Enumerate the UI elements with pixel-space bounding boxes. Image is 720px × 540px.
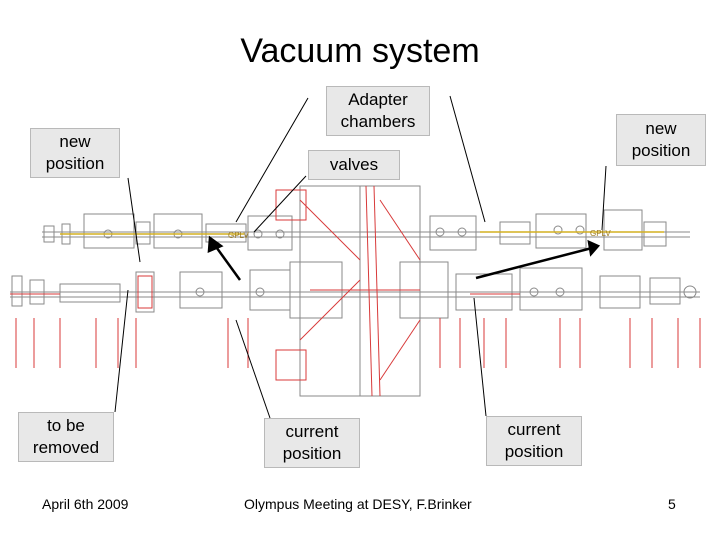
label-adapter-chambers: Adapter chambers <box>326 86 430 136</box>
footer-center: Olympus Meeting at DESY, F.Brinker <box>244 496 472 512</box>
upper-beamline-accents <box>60 231 664 235</box>
label-to-be-removed-text: to be removed <box>32 416 100 457</box>
upper-left-mark: GPLV <box>228 231 249 240</box>
label-new-position-right-text: new position <box>631 119 691 160</box>
label-new-position-right: new position <box>616 114 706 166</box>
central-region-red <box>275 185 421 397</box>
label-adapter-chambers-text: Adapter chambers <box>340 90 416 131</box>
footer-date: April 6th 2009 <box>42 496 129 512</box>
label-new-position-left: new position <box>30 128 120 178</box>
label-valves: valves <box>308 150 400 180</box>
label-current-position-left-text: current position <box>282 422 342 463</box>
label-to-be-removed: to be removed <box>18 412 114 462</box>
label-current-position-left: current position <box>264 418 360 468</box>
upper-right-mark: GPLV <box>590 229 611 238</box>
move-arrows <box>207 235 601 281</box>
label-current-position-right-text: current position <box>504 420 564 461</box>
lower-beamline-red <box>10 275 520 309</box>
drawing-vertical-labels <box>15 318 701 368</box>
callout-lines <box>114 95 607 419</box>
central-region <box>299 185 421 397</box>
page-number: 5 <box>668 496 676 512</box>
label-current-position-right: current position <box>486 416 582 466</box>
label-valves-text: valves <box>329 155 379 174</box>
slide-title: Vacuum system <box>240 32 480 70</box>
label-new-position-left-text: new position <box>45 132 105 173</box>
